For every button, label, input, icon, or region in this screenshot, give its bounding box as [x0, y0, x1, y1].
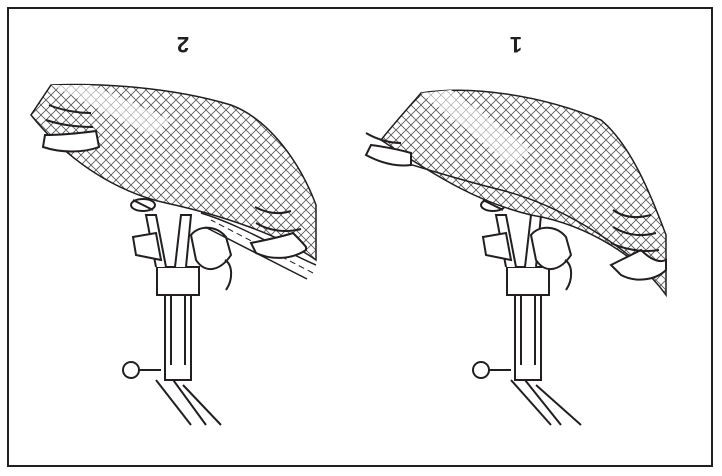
- panel-1: 1: [366, 32, 666, 425]
- panel-2: 2: [31, 32, 316, 425]
- screw-knob: [473, 362, 511, 378]
- instruction-diagram: 1: [9, 9, 711, 465]
- rotated-content: 1: [31, 32, 666, 425]
- illustration-frame: 1: [7, 7, 713, 467]
- screw-knob: [123, 362, 161, 378]
- panel-number-2: 2: [177, 32, 189, 57]
- panel-number-1: 1: [510, 32, 522, 57]
